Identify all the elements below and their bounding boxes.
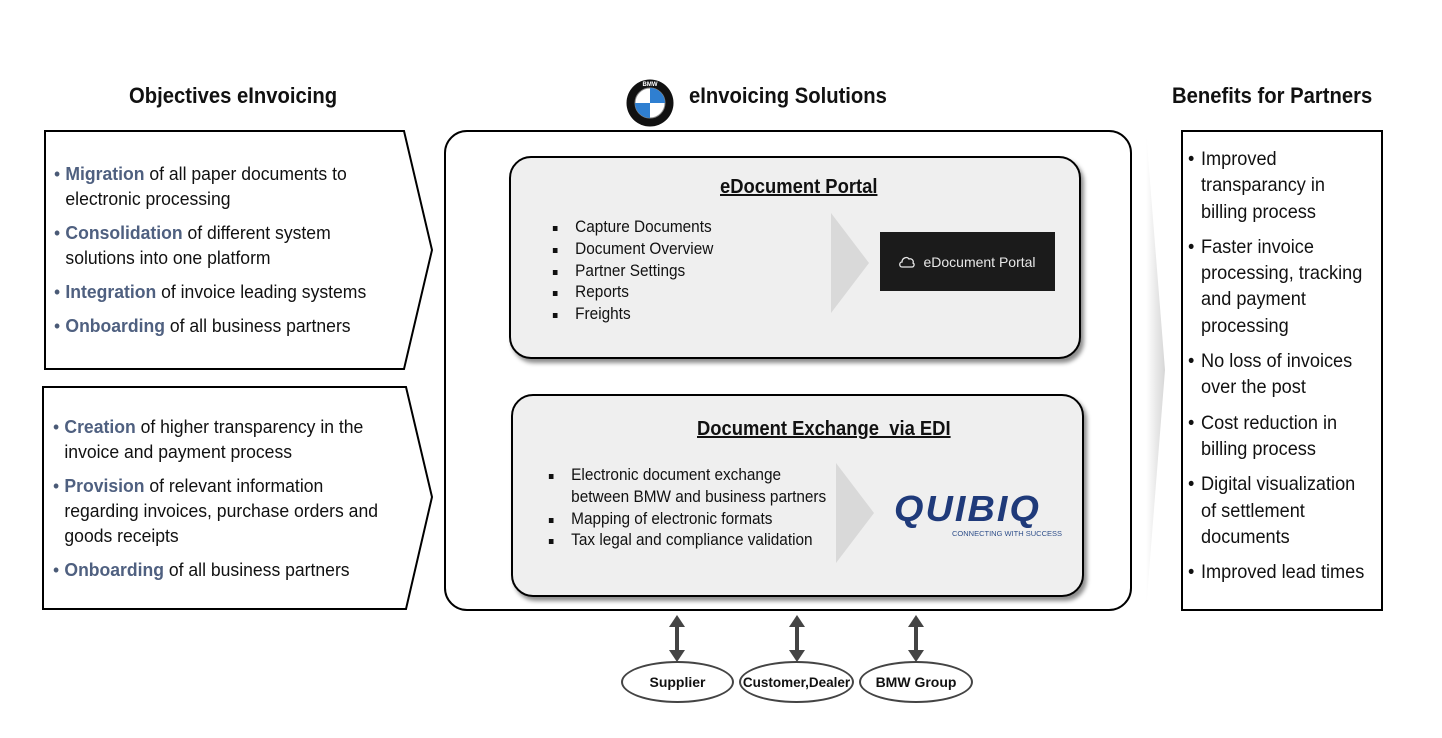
solutions-heading: eInvoicing Solutions [689,83,887,108]
edocument-chevron-icon [831,213,869,313]
objective-item: •Consolidation of different system solut… [54,222,331,268]
objective-item: •Creation of higher transparency in the … [53,416,364,462]
list-item: Tax legal and compliance validation [547,530,826,552]
list-item: Capture Documents [551,217,713,239]
list-item: Partner Settings [551,261,713,283]
partner-oval-supplier: Supplier [621,661,734,703]
list-item: Reports [551,282,713,304]
objective-item: •Onboarding of all business partners [53,559,350,580]
edi-feature-list: Electronic document exchange between BMW… [547,465,847,552]
edocument-logo-text: eDocument Portal [923,253,1036,270]
quibiq-tagline: CONNECTING WITH SUCCESS [952,529,1063,538]
objective-item: •Provision of relevant information regar… [53,475,379,546]
benefit-item: •Improved transparancy in billing proces… [1188,148,1326,223]
benefit-item: •No loss of invoices over the post [1188,350,1353,399]
list-item: Document Overview [551,239,713,261]
objective-item: •Integration of invoice leading systems [54,281,367,302]
double-arrow-bmw-group [908,615,924,662]
quibiq-logo-text: QUIBIQ [894,488,1042,529]
edocument-portal-title: eDocument Portal [720,176,878,198]
partner-oval-bmw-group: BMW Group [859,661,973,703]
benefits-box-shape [1181,130,1383,611]
list-item: Freights [551,304,713,326]
objectives-heading: Objectives eInvoicing [129,83,338,108]
bmw-logo: BMW [626,79,674,127]
edocument-feature-list: Capture Documents Document Overview Part… [551,217,726,326]
edi-title: Document Exchange via EDI [697,418,951,440]
bmw-logo-letters: BMW [643,82,658,88]
quibiq-logo: QUIBIQ CONNECTING WITH SUCCESS [894,491,1064,541]
objective-item: •Migration of all paper documents to ele… [54,163,347,209]
edocument-portal-card: eDocument Portal Capture Documents Docum… [509,156,1081,359]
objectives-box-1-shape [44,130,434,370]
benefit-item: •Cost reduction in billing process [1188,411,1338,460]
double-arrow-supplier [669,615,685,662]
benefit-item: •Faster invoice processing, tracking and… [1188,235,1363,337]
objectives-list-1: •Migration of all paper documents to ele… [54,161,406,347]
objectives-list-2: •Creation of higher transparency in the … [53,414,405,591]
edi-card: Document Exchange via EDI Electronic doc… [511,394,1084,597]
double-arrow-customer [789,615,805,662]
list-item: between BMW and business partners [571,487,827,506]
edocument-portal-logo: eDocument Portal [880,232,1055,291]
benefits-list: •Improved transparancy in billing proces… [1188,146,1387,594]
benefits-chevron [1146,131,1165,610]
objectives-box-2-shape [42,386,434,610]
benefit-item: •Digital visualization of settlement doc… [1188,473,1356,548]
benefits-heading: Benefits for Partners [1172,83,1373,108]
benefit-item: •Improved lead times [1188,561,1365,584]
partner-oval-customer-dealer: Customer,Dealer [739,661,854,703]
list-item: Mapping of electronic formats [547,509,826,531]
list-item: Electronic document exchange [547,465,826,487]
objective-item: •Onboarding of all business partners [54,315,351,336]
edi-chevron-icon [836,463,874,563]
cloud-icon [899,256,916,268]
